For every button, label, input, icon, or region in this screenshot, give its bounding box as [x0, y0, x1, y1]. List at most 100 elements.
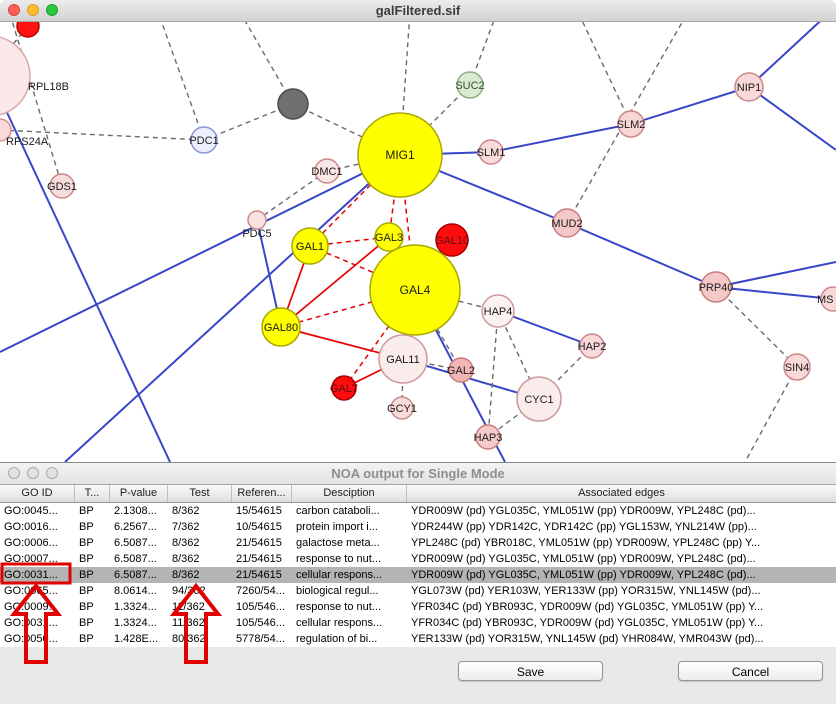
network-node-label-SIN4: SIN4: [785, 362, 809, 374]
network-node-label-GAL7: GAL7: [330, 383, 358, 395]
network-node-label-HAP3: HAP3: [474, 432, 503, 444]
network-edge: [748, 11, 831, 88]
network-edge: [490, 123, 632, 153]
column-header-4[interactable]: Referen...: [232, 485, 292, 502]
network-node-MSN[interactable]: [820, 286, 836, 312]
table-cell: 1.3324...: [114, 601, 157, 613]
table-cell: 1.428E...: [114, 633, 159, 645]
network-edge: [715, 261, 836, 288]
network-edge: [0, 95, 171, 462]
close-button[interactable]: [8, 467, 20, 479]
table-cell: 11/362: [172, 617, 205, 629]
network-node-GAL2[interactable]: [448, 357, 474, 383]
network-edge: [414, 289, 462, 371]
network-node-RPS24A[interactable]: [0, 118, 12, 142]
network-node-SIN4[interactable]: [783, 353, 811, 381]
network-node-PDC5[interactable]: [247, 210, 267, 230]
table-cell: GO:0007...: [4, 553, 58, 565]
traffic-lights: [8, 4, 58, 16]
network-node-MUD2[interactable]: [552, 208, 582, 238]
table-cell: 21/54615: [236, 569, 282, 581]
table-cell: GO:0050...: [4, 633, 58, 645]
column-header-5[interactable]: Desciption: [292, 485, 407, 502]
network-node-SUC2[interactable]: [456, 71, 484, 99]
table-cell: BP: [79, 505, 94, 517]
network-node-GAL3[interactable]: [374, 222, 404, 252]
table-cell: BP: [79, 633, 94, 645]
table-cell: GO:0009...: [4, 601, 58, 613]
network-node-NIP1[interactable]: [734, 72, 764, 102]
table-cell: BP: [79, 585, 94, 597]
column-header-2[interactable]: P-value: [110, 485, 168, 502]
minimize-button[interactable]: [27, 467, 39, 479]
table-cell: BP: [79, 601, 94, 613]
zoom-button[interactable]: [46, 4, 58, 16]
network-node-PRP40[interactable]: [700, 271, 732, 303]
table-cell: 11/362: [172, 601, 205, 613]
network-node-GAL7[interactable]: [331, 375, 357, 401]
network-node-GAL1[interactable]: [291, 227, 329, 265]
network-node-MIG1[interactable]: [357, 112, 443, 198]
column-header-1[interactable]: T...: [75, 485, 110, 502]
minimize-button[interactable]: [27, 4, 39, 16]
network-canvas[interactable]: RPL18BRPS24AGDS1PDC1DMC1MIG1SUC2SLM1SLM2…: [0, 0, 836, 462]
network-node-GCY1[interactable]: [390, 396, 414, 420]
table-cell: biological regul...: [296, 585, 379, 597]
network-node-GAL4[interactable]: [369, 244, 461, 336]
network-node-SLM1[interactable]: [478, 139, 504, 165]
network-node-label-MIG1: MIG1: [385, 148, 415, 162]
table-cell: YFR034C (pd) YBR093C, YDR009W (pd) YGL03…: [411, 617, 764, 629]
network-node-GAL80[interactable]: [261, 307, 301, 347]
network-node-CYC1[interactable]: [516, 376, 562, 422]
close-button[interactable]: [8, 4, 20, 16]
network-edge: [203, 103, 294, 141]
network-node-HAP4[interactable]: [481, 294, 515, 328]
column-header-6[interactable]: Associated edges: [578, 487, 665, 499]
network-node-GDS1[interactable]: [49, 173, 75, 199]
column-header-3[interactable]: Test: [168, 485, 232, 502]
table-cell: cellular respons...: [296, 569, 383, 581]
table-cell: 8/362: [172, 537, 200, 549]
network-node-label-MUD2: MUD2: [551, 218, 582, 230]
table-cell: 1.3324...: [114, 617, 157, 629]
table-cell: protein import i...: [296, 521, 378, 533]
network-node-HAP3[interactable]: [475, 424, 501, 450]
network-node-GAL11[interactable]: [378, 334, 428, 384]
table-cell: GO:0031...: [4, 617, 58, 629]
network-node-label-GAL1: GAL1: [296, 241, 324, 253]
network-node-label-HAP2: HAP2: [578, 341, 607, 353]
network-node-PDC1[interactable]: [190, 126, 218, 154]
network-node-GAL10[interactable]: [435, 223, 469, 257]
network-node-RPL18B[interactable]: [0, 36, 31, 116]
column-header-0[interactable]: GO ID: [0, 485, 75, 502]
noa-window-titlebar[interactable]: NOA output for Single Mode: [0, 463, 836, 485]
network-node-HAP2[interactable]: [579, 333, 605, 359]
network-window-titlebar[interactable]: galFiltered.sif: [0, 0, 836, 22]
table-cell: YFR034C (pd) YBR093C, YDR009W (pd) YGL03…: [411, 601, 764, 613]
network-node-label-GAL2: GAL2: [447, 365, 475, 377]
network-node-SLM2[interactable]: [617, 110, 645, 138]
network-node-label-MSN: MS: [817, 294, 834, 306]
network-node-graynode[interactable]: [277, 88, 309, 120]
network-node-DMC1[interactable]: [314, 158, 340, 184]
network-node-label-CYC1: CYC1: [524, 394, 553, 406]
table-cell: BP: [79, 569, 94, 581]
cancel-button[interactable]: Cancel: [678, 661, 823, 681]
table-cell: regulation of bi...: [296, 633, 378, 645]
network-window-title: galFiltered.sif: [375, 3, 461, 18]
table-cell: BP: [79, 553, 94, 565]
table-cell: YDR009W (pd) YGL035C, YML051W (pp) YDR00…: [411, 553, 756, 565]
save-button[interactable]: Save: [458, 661, 603, 681]
zoom-button[interactable]: [46, 467, 58, 479]
